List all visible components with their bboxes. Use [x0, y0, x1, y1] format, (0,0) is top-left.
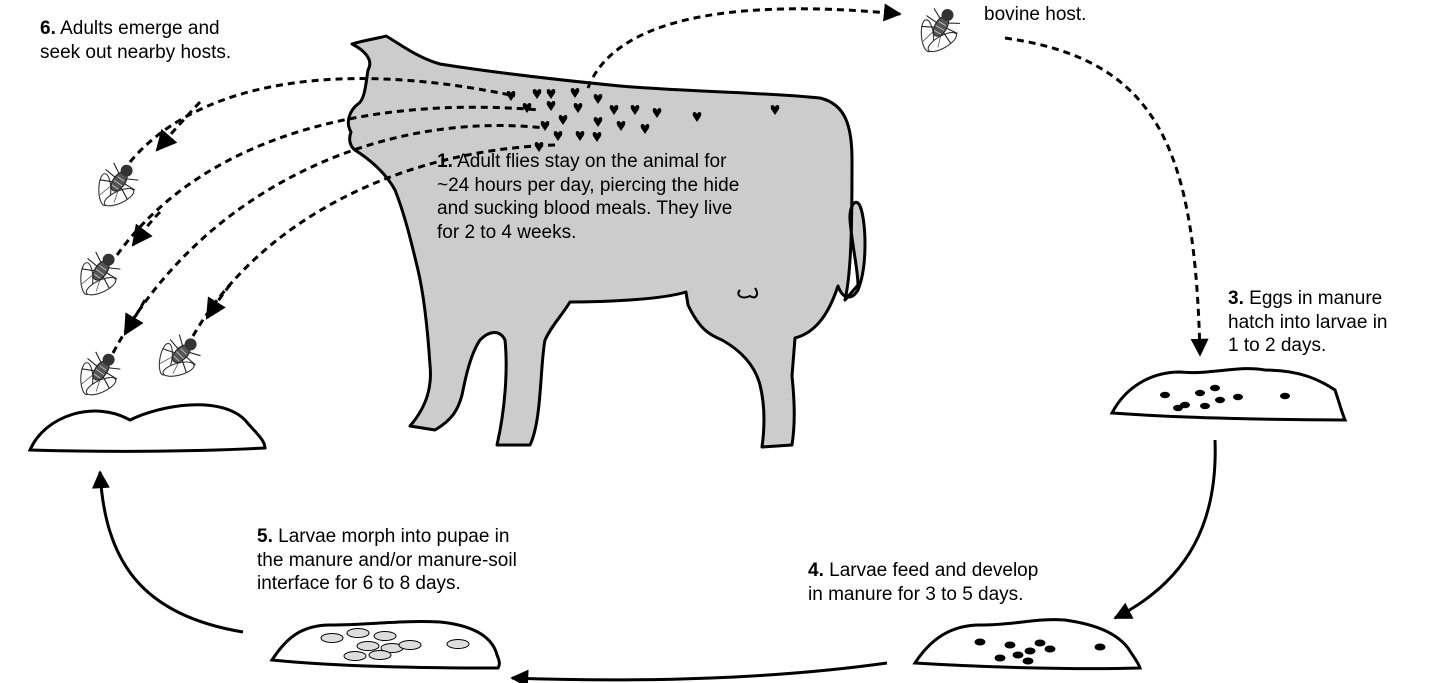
- stage-4-number: 4.: [808, 560, 824, 581]
- arrow-pupae-to-emergence: [100, 472, 243, 632]
- fly-icon: [66, 343, 130, 409]
- path-cow-to-fly: [588, 9, 900, 88]
- fly-icon: [144, 325, 210, 391]
- stage-6-text-line-1: Adults emerge and: [60, 18, 220, 39]
- stage-1-number: 1.: [437, 151, 453, 172]
- stage-3-label: 3. Eggs in manure hatch into larvae in 1…: [1228, 287, 1388, 358]
- arrow-larvae-to-pupae: [512, 663, 887, 680]
- stage-3-text-line-2: hatch into larvae in: [1228, 311, 1388, 335]
- fly-icon: [84, 154, 148, 220]
- path-fly4-head: [207, 285, 230, 318]
- stage-2-text-line-1: bovine host.: [984, 3, 1086, 27]
- stage-5-text-line-1: Larvae morph into pupae in: [278, 526, 509, 547]
- stage-1-label: 1. Adult flies stay on the animal for ~2…: [437, 150, 739, 244]
- stage-1-text-line-3: and sucking blood meals. They live: [437, 197, 739, 221]
- stage-5-number: 5.: [257, 526, 273, 547]
- stage-6-number: 6.: [40, 18, 56, 39]
- stage-6-label: 6. Adults emerge and seek out nearby hos…: [40, 17, 231, 64]
- stage-4-text-line-1: Larvae feed and develop: [829, 560, 1038, 581]
- stage-3-text-line-1: Eggs in manure: [1249, 288, 1382, 309]
- stage-5-text-line-3: interface for 6 to 8 days.: [257, 572, 517, 596]
- path-fly1-head: [157, 102, 200, 150]
- stage-4-label: 4. Larvae feed and develop in manure for…: [808, 559, 1038, 606]
- stage-1-text-line-4: for 2 to 4 weeks.: [437, 221, 739, 245]
- arrow-eggs-to-larvae: [1115, 440, 1215, 618]
- stage-5-label: 5. Larvae morph into pupae in the manure…: [257, 525, 517, 596]
- path-fly2-head: [133, 212, 160, 245]
- stage-4-text-line-2: in manure for 3 to 5 days.: [808, 583, 1038, 607]
- stage-2-label: bovine host.: [984, 3, 1086, 27]
- fly-icon: [907, 0, 970, 65]
- stage-3-text-line-3: 1 to 2 days.: [1228, 334, 1388, 358]
- manure-pile-emergence: [30, 405, 265, 452]
- stage-1-text-line-2: ~24 hours per day, piercing the hide: [437, 174, 739, 198]
- stage-3-number: 3.: [1228, 288, 1244, 309]
- manure-pile-eggs: [1112, 369, 1345, 420]
- path-fly-to-eggs: [1005, 38, 1200, 355]
- stage-6-text-line-2: seek out nearby hosts.: [40, 41, 231, 65]
- stage-5-text-line-2: the manure and/or manure-soil: [257, 549, 517, 573]
- stage-1-text-line-1: Adult flies stay on the animal for: [457, 151, 726, 172]
